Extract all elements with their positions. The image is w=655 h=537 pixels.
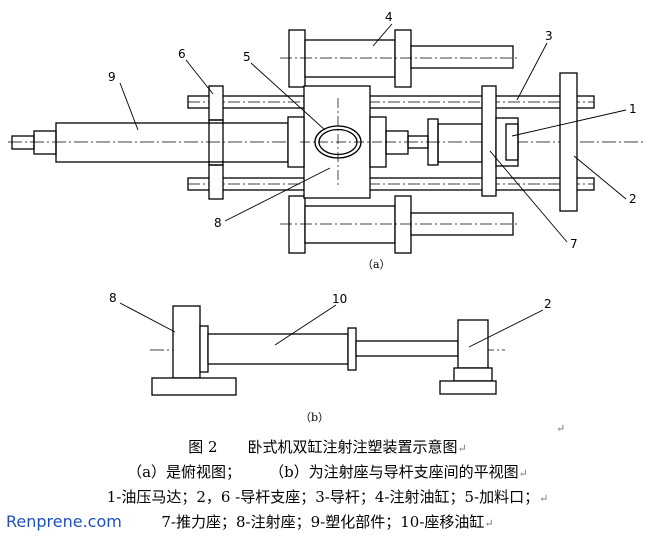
guide-rod-support-6: [208, 85, 224, 200]
injection-seat-8-side: [151, 305, 237, 396]
paragraph-mark: ↵: [484, 517, 494, 530]
part-label-8-b: 8: [109, 291, 117, 305]
view-a-top-view: [8, 29, 645, 254]
part-label-4: 4: [385, 10, 393, 24]
guide-rod-support-2: [559, 72, 578, 212]
plasticizing-unit-9: [11, 122, 289, 163]
figure-title-text: 图 2 卧式机双缸注射注塑装置示意图: [188, 438, 458, 456]
paragraph-mark: ↵: [518, 467, 528, 480]
part-label-10: 10: [332, 292, 347, 306]
figure-description: （a）是俯视图； （b）为注射座与导杆支座间的平视图↵: [0, 461, 655, 482]
paragraph-mark: ↵: [457, 442, 467, 455]
guide-rods-3: [187, 95, 595, 191]
view-b-description: （b）为注射座与导杆支座间的平视图: [269, 463, 519, 481]
part-label-7: 7: [570, 237, 578, 251]
part-number-labels: 4 3 6 5 9 1 2 8 7 8 10 2 （a） （b）: [108, 10, 637, 424]
view-b-side-view: [150, 305, 505, 396]
hydraulic-motor-1: [495, 117, 519, 167]
seat-moving-cylinder-10: [207, 327, 459, 371]
legend-line-2: 7-推力座；8-注射座；9-塑化部件；10-座移油缸↵: [0, 511, 655, 532]
part-label-9: 9: [108, 70, 116, 84]
part-label-2-b: 2: [544, 297, 552, 311]
injection-cylinder-4-top: [280, 29, 520, 88]
leader-lines: [119, 23, 627, 348]
part-label-5: 5: [243, 50, 251, 64]
part-label-2: 2: [629, 192, 637, 206]
screw-shaft: [385, 130, 429, 155]
legend-line-1: 1-油压马达；2，6 -导杆支座；3-导杆；4-注射油缸；5-加料口；↵: [0, 486, 655, 507]
paragraph-mark: ↵: [539, 492, 549, 505]
thrust-seat-7: [427, 85, 497, 197]
legend-text-1: 1-油压马达；2，6 -导杆支座；3-导杆；4-注射油缸；5-加料口；: [106, 488, 540, 506]
injection-cylinder-4-bottom: [280, 195, 520, 254]
figure-title: 图 2 卧式机双缸注射注塑装置示意图↵: [0, 436, 655, 457]
feed-hopper-5: [314, 125, 362, 159]
view-label-b: （b）: [300, 411, 329, 424]
legend-text-2: 7-推力座；8-注射座；9-塑化部件；10-座移油缸: [161, 513, 485, 531]
part-label-3: 3: [545, 29, 553, 43]
view-a-description: （a）是俯视图；: [127, 463, 242, 481]
view-label-a: （a）: [362, 258, 391, 271]
guide-rod-support-2-side: [439, 319, 497, 395]
part-label-6: 6: [178, 47, 186, 61]
paragraph-mark: ↵: [556, 422, 566, 435]
part-label-1: 1: [629, 102, 637, 116]
part-label-8: 8: [214, 216, 222, 230]
watermark: Renprene.com: [6, 512, 122, 531]
